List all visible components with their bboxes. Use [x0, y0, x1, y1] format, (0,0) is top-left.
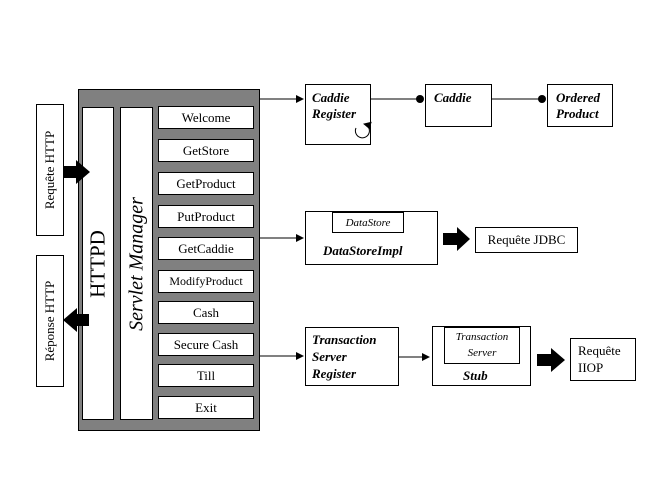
- ordered-product-connector-dot: [538, 95, 546, 103]
- caddie-register-line2: Register: [312, 106, 357, 121]
- datastore-label: DataStore: [345, 216, 391, 229]
- servlet-modifyproduct: ModifyProduct: [158, 270, 254, 293]
- http-request-box: Requête HTTP: [36, 104, 64, 236]
- servlet-till: Till: [158, 364, 254, 387]
- transaction-register-line3: Register: [312, 366, 357, 381]
- servlet-exit: Exit: [158, 396, 254, 419]
- stub-label: Stub: [463, 368, 488, 383]
- caddie-label: Caddie: [434, 90, 472, 105]
- caddie-register-line1: Caddie: [312, 90, 350, 105]
- response-arrow-icon: [63, 308, 89, 332]
- caddie-box: Caddie: [425, 84, 492, 127]
- jdbc-request-label: Requête JDBC: [487, 232, 566, 247]
- datastore-impl-label: DataStoreImpl: [323, 243, 403, 258]
- request-arrow-icon: [64, 160, 90, 184]
- transaction-server-line2: Server: [467, 347, 497, 359]
- iiop-request-box: Requête IIOP: [570, 338, 636, 381]
- servlet-getcaddie: GetCaddie: [158, 237, 254, 260]
- stub-box: Transaction Server Stub: [432, 326, 531, 386]
- transaction-server-box: Transaction Server: [444, 327, 520, 364]
- ordered-product-line1: Ordered: [556, 90, 601, 105]
- servlet-manager-box: Servlet Manager: [120, 107, 153, 420]
- jdbc-request-box: Requête JDBC: [475, 227, 578, 253]
- servlet-putproduct: PutProduct: [158, 205, 254, 228]
- jdbc-arrow-icon: [443, 227, 470, 251]
- servlet-secure-cash: Secure Cash: [158, 333, 254, 356]
- iiop-request-line1: Requête: [578, 343, 621, 358]
- caddie-connector-dot: [416, 95, 424, 103]
- datastore-box: DataStore: [332, 212, 404, 233]
- self-loop-icon: [354, 121, 372, 139]
- caddie-register-box: Caddie Register: [305, 84, 371, 145]
- transaction-server-line1: Transaction: [455, 331, 509, 343]
- transaction-register-line2: Server: [312, 349, 347, 364]
- servlet-getstore: GetStore: [158, 139, 254, 162]
- iiop-arrow-icon: [537, 348, 565, 372]
- ordered-product-box: Ordered Product: [547, 84, 613, 127]
- httpd-box: HTTPD: [82, 107, 114, 420]
- ordered-product-line2: Product: [556, 106, 599, 121]
- servlet-getproduct: GetProduct: [158, 172, 254, 195]
- datastore-impl-box: DataStore DataStoreImpl: [305, 211, 438, 265]
- transaction-register-line1: Transaction: [312, 332, 377, 347]
- servlet-cash: Cash: [158, 301, 254, 324]
- iiop-request-line2: IIOP: [578, 360, 604, 375]
- servlet-welcome: Welcome: [158, 106, 254, 129]
- transaction-register-box: Transaction Server Register: [305, 327, 399, 386]
- http-response-box: Réponse HTTP: [36, 255, 64, 387]
